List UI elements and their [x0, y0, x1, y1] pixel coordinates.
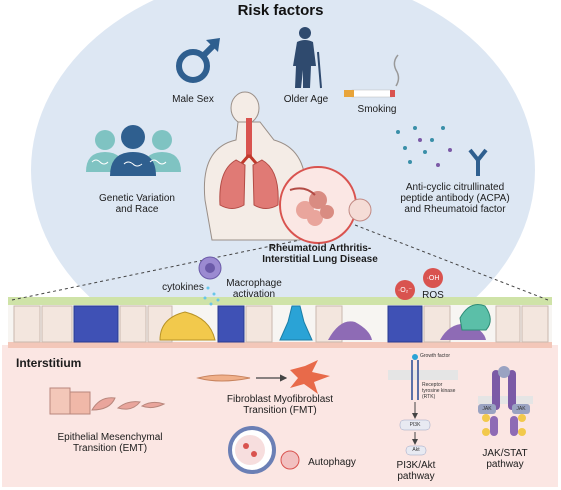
ros-icon: [395, 268, 443, 300]
acpa-label: Anti-cyclic citrullinated peptide antibo…: [390, 182, 520, 215]
fmt-label-line1: Fibroblast Myofibroblast: [226, 394, 334, 405]
acpa-label-line2: peptide antibody (ACPA): [400, 193, 510, 204]
basement-membrane: [8, 342, 552, 348]
genetic-people-icon: [86, 125, 181, 176]
acpa-particles: [396, 126, 452, 167]
emt-label-line1: Epithelial Mesenchymal: [57, 432, 163, 443]
growth-factor-label: Growth factor: [420, 353, 451, 359]
lung-tissue-zoom: [348, 198, 372, 222]
autophagy-label: Autophagy: [308, 457, 356, 468]
rtk-label-line3: (RTK): [422, 394, 436, 400]
smoking-icon: [344, 54, 400, 98]
emt-label: Epithelial Mesenchymal Transition (EMT): [50, 432, 170, 454]
interstitium-heading: Interstitium: [16, 356, 82, 370]
left-lung: [219, 159, 246, 209]
acpa-label-line1: Anti-cyclic citrullinated: [405, 182, 505, 193]
myofibroblast-icon: [290, 360, 330, 394]
genetic-label-line2: and Race: [115, 204, 159, 215]
antibody-icon: [468, 148, 488, 176]
pi3k-akt-pathway-label: PI3K/Akt pathway: [388, 460, 444, 482]
pi3k-akt-pathway-graphic: [388, 354, 458, 456]
interstitium-background: [2, 345, 558, 487]
pi3k-label-line1: PI3K/Akt: [396, 460, 436, 471]
older-age-label: Older Age: [283, 94, 329, 105]
disease-label-line1: Rheumatoid Arthritis-: [268, 243, 372, 254]
macrophage-icon: [198, 256, 222, 306]
fmt-label-line2: Transition (FMT): [243, 405, 317, 416]
disease-label-line2: Interstitial Lung Disease: [262, 254, 378, 265]
macrophage-label-line1: Macrophage: [226, 278, 282, 289]
ros-label: ROS: [422, 290, 444, 301]
macrophage-activation-label: Macrophage activation: [224, 278, 284, 300]
pi3k-label-line2: pathway: [397, 471, 435, 482]
zoom-line-right: [354, 224, 549, 301]
rtk-label-line2: tyrosine kinase: [422, 388, 456, 394]
macrophage-label-line2: activation: [232, 289, 276, 300]
diagram-title: Risk factors: [237, 2, 324, 19]
surface-layer: [8, 297, 552, 305]
emt-label-line2: Transition (EMT): [72, 443, 148, 454]
fibroblast-icon: [196, 374, 251, 382]
genetic-label-line1: Genetic Variation: [99, 193, 175, 204]
zoom-line-left: [11, 239, 301, 301]
cytokines-label: cytokines: [162, 282, 204, 293]
rtk-label: Receptor tyrosine kinase (RTK): [422, 382, 462, 400]
older-age-icon: [293, 27, 322, 89]
jak-stat-pathway-label: JAK/STAT pathway: [474, 448, 536, 470]
emt-cells: [49, 387, 166, 415]
genetic-variation-label: Genetic Variation and Race: [82, 193, 192, 215]
jak-label-line2: pathway: [486, 459, 524, 470]
superoxide-symbol: ·O₂⁻: [397, 287, 413, 294]
jak-right-label: JAK: [516, 406, 526, 412]
acpa-label-line3: and Rheumatoid factor: [404, 204, 506, 215]
disease-label: Rheumatoid Arthritis- Interstitial Lung …: [250, 243, 390, 265]
smoking-label: Smoking: [357, 104, 397, 115]
fmt-label: Fibroblast Myofibroblast Transition (FMT…: [225, 394, 335, 416]
akt-node-label: Akt: [412, 447, 420, 453]
right-lung: [252, 159, 279, 209]
jak-stat-pathway-graphic: [478, 366, 533, 436]
hydroxyl-symbol: ·OH: [426, 275, 440, 282]
epithelial-cells: [13, 304, 549, 343]
rtk-label-line1: Receptor: [422, 382, 443, 388]
male-sex-icon: [176, 38, 220, 83]
jak-label-line1: JAK/STAT: [482, 448, 528, 459]
jak-left-label: JAK: [482, 406, 492, 412]
male-sex-label: Male Sex: [172, 94, 214, 105]
autophagy-icon: [228, 426, 300, 474]
pi3k-node-label: PI3K: [409, 422, 421, 428]
alveoli-zoom: [279, 166, 357, 244]
